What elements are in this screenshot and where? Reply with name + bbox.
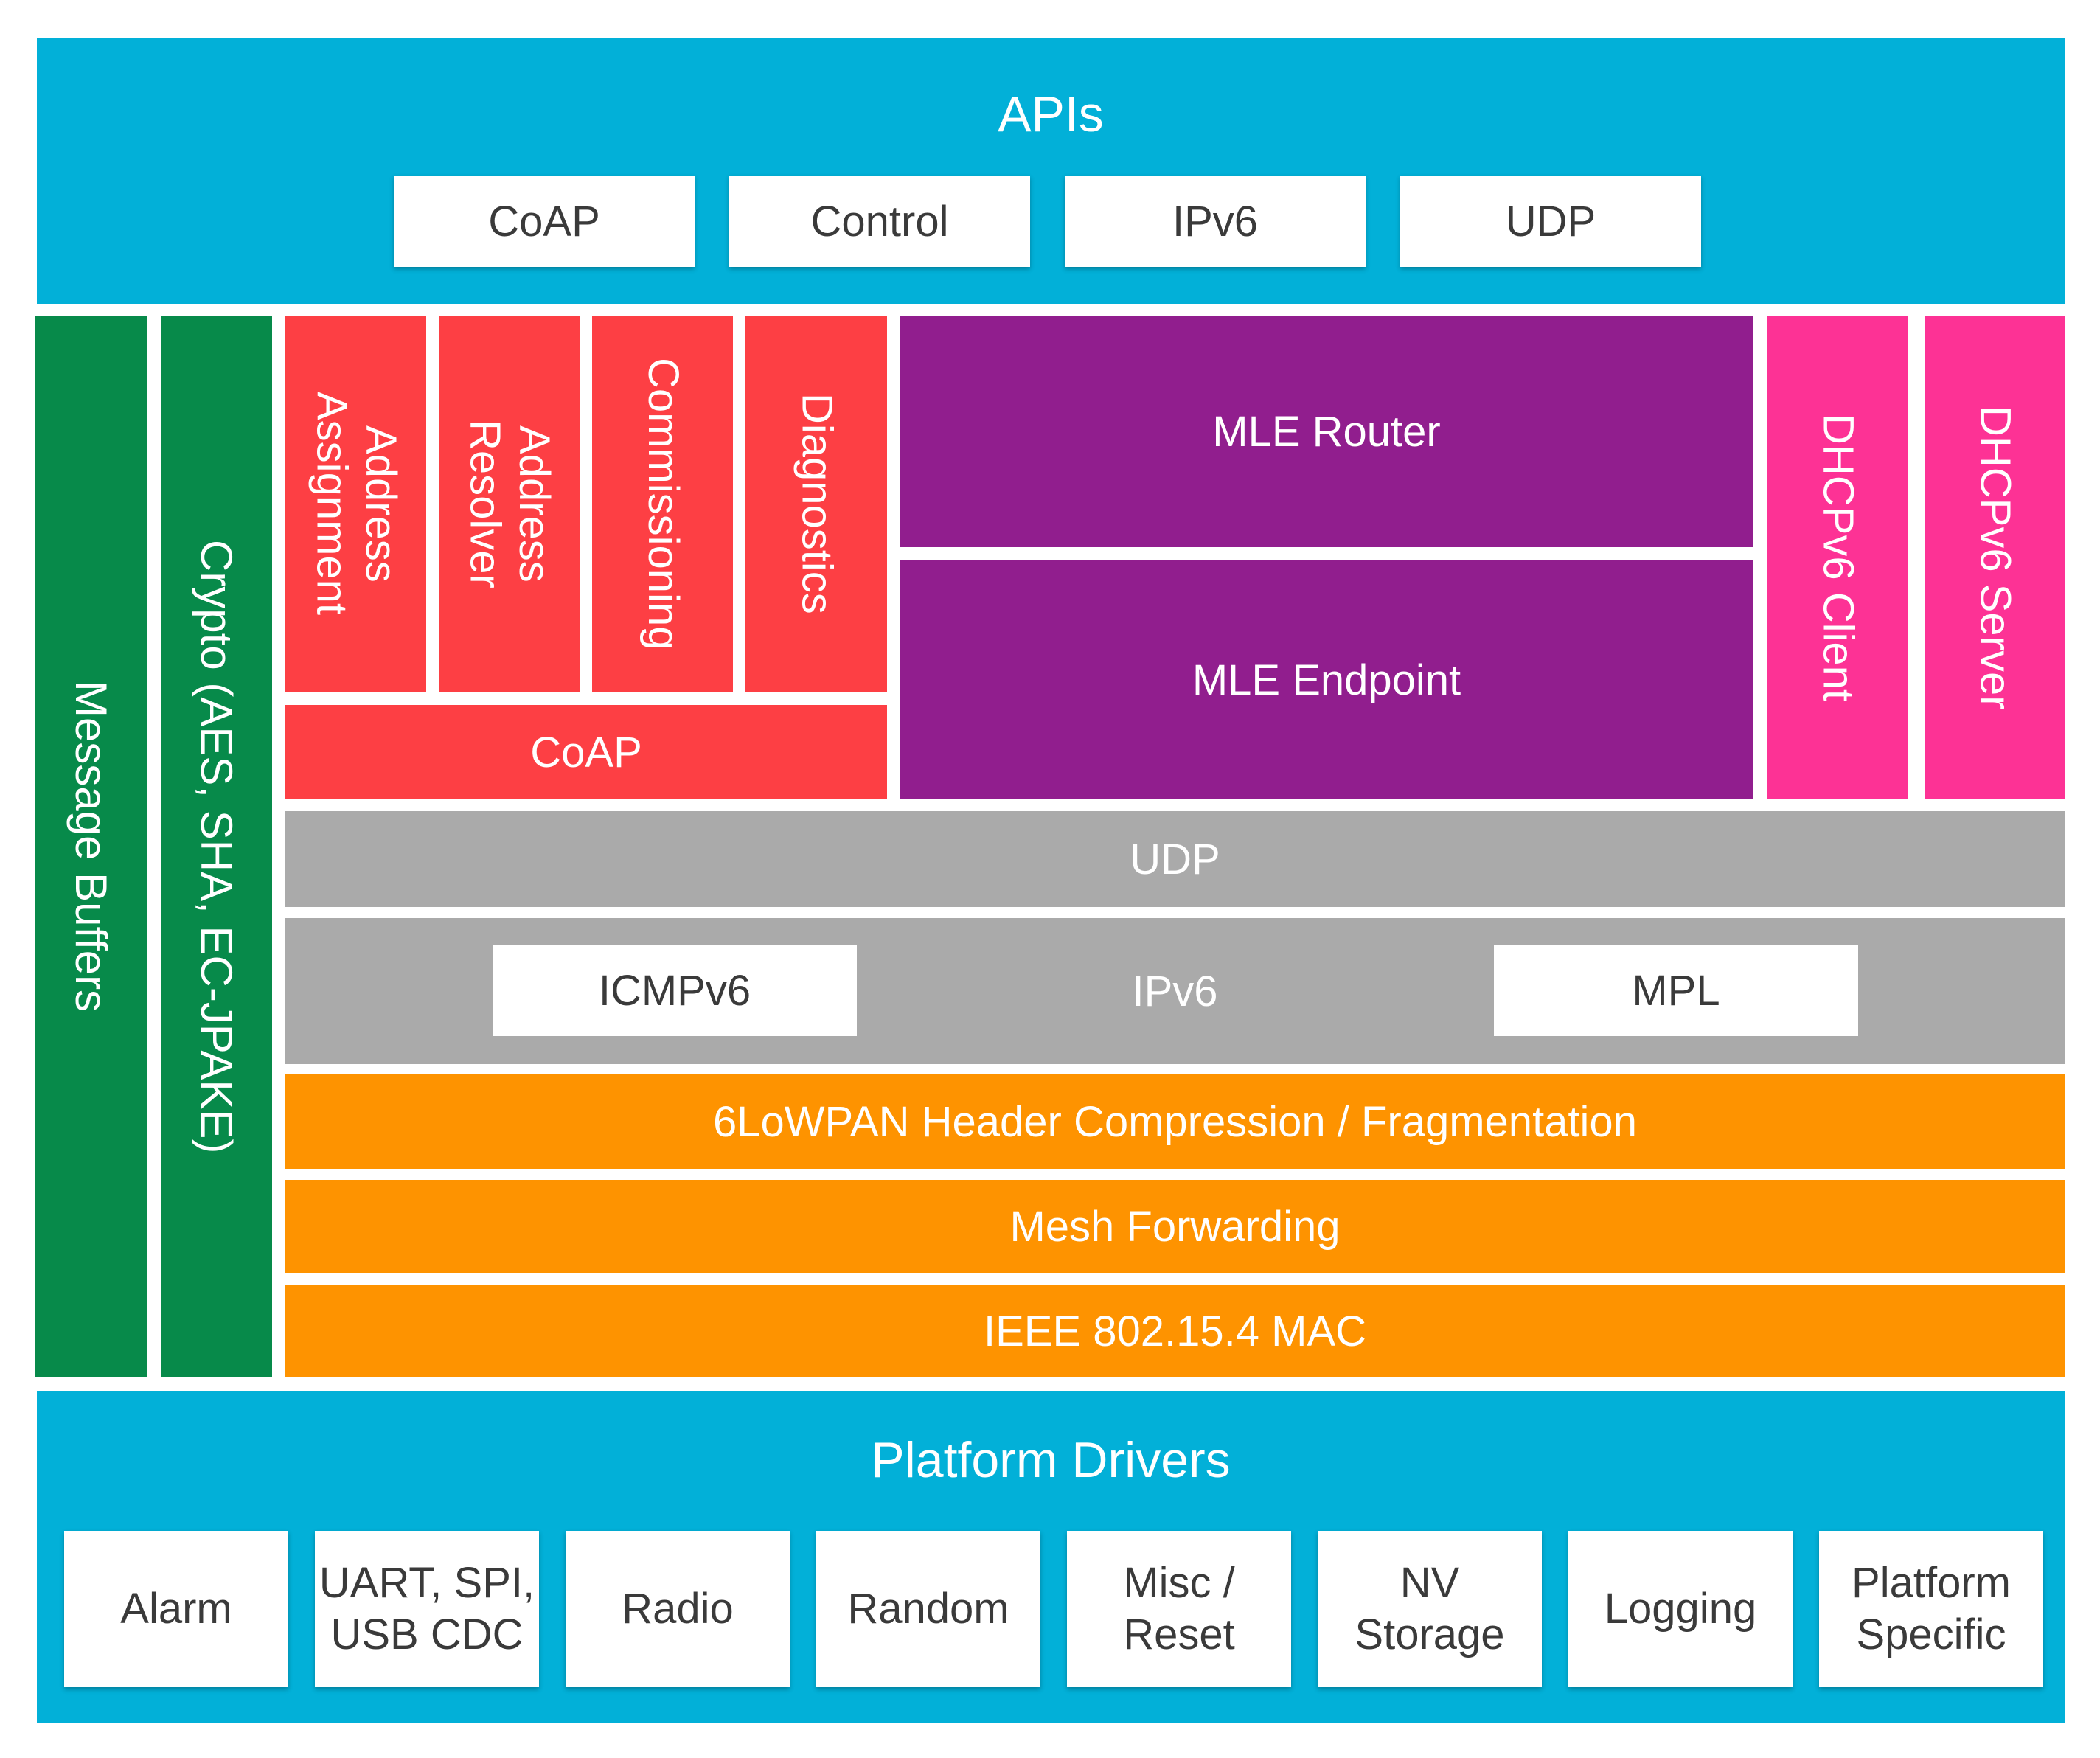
driver-misc-reset-box: Misc / Reset: [1067, 1531, 1291, 1687]
driver-logging-box: Logging: [1568, 1531, 1793, 1687]
api-ipv6-box: IPv6: [1065, 176, 1366, 267]
driver-radio-box: Radio: [566, 1531, 790, 1687]
api-udp-box: UDP: [1400, 176, 1701, 267]
dhcpv6-client-block: DHCPv6 Client: [1767, 316, 1908, 799]
driver-nv-storage-box: NV Storage: [1318, 1531, 1542, 1687]
platform-drivers-title: Platform Drivers: [871, 1432, 1231, 1488]
message-buffers-label: Message Buffers: [66, 681, 116, 1012]
dhcpv6-server-label: DHCPv6 Server: [1971, 405, 2020, 710]
mle-router-block: MLE Router: [900, 316, 1753, 547]
api-control-box: Control: [729, 176, 1030, 267]
api-coap-box: CoAP: [394, 176, 695, 267]
mesh-forwarding-block: Mesh Forwarding: [285, 1180, 2065, 1273]
dhcpv6-server-block: DHCPv6 Server: [1925, 316, 2065, 799]
message-buffers-block: Message Buffers: [35, 316, 147, 1377]
crypto-label: Crypto (AES, SHA, EC-JPAKE): [192, 539, 241, 1154]
driver-random-box: Random: [816, 1531, 1040, 1687]
crypto-block: Crypto (AES, SHA, EC-JPAKE): [161, 316, 272, 1377]
diagnostics-label: Diagnostics: [793, 393, 841, 614]
driver-uart-spi-usb-box: UART, SPI, USB CDC: [315, 1531, 539, 1687]
apis-title: APIs: [998, 86, 1104, 142]
mle-endpoint-block: MLE Endpoint: [900, 560, 1753, 799]
commissioning-label: Commissioning: [639, 357, 687, 650]
address-resolver-label: Address Resolver: [461, 419, 559, 588]
icmpv6-box: ICMPv6: [493, 945, 857, 1036]
coap-block: CoAP: [285, 705, 887, 799]
ieee-mac-block: IEEE 802.15.4 MAC: [285, 1285, 2065, 1377]
diagnostics-block: Diagnostics: [745, 316, 887, 692]
driver-platform-specific-box: Platform Specific: [1819, 1531, 2043, 1687]
mpl-box: MPL: [1494, 945, 1858, 1036]
lowpan-compression-block: 6LoWPAN Header Compression / Fragmentati…: [285, 1074, 2065, 1169]
commissioning-block: Commissioning: [592, 316, 733, 692]
address-assignment-label: Address Assignment: [307, 392, 406, 616]
driver-alarm-box: Alarm: [64, 1531, 288, 1687]
ipv6-label: IPv6: [1132, 967, 1218, 1015]
address-assignment-block: Address Assignment: [285, 316, 426, 692]
address-resolver-block: Address Resolver: [439, 316, 580, 692]
apis-panel: [37, 38, 2065, 304]
udp-block: UDP: [285, 811, 2065, 907]
dhcpv6-client-label: DHCPv6 Client: [1814, 414, 1863, 701]
